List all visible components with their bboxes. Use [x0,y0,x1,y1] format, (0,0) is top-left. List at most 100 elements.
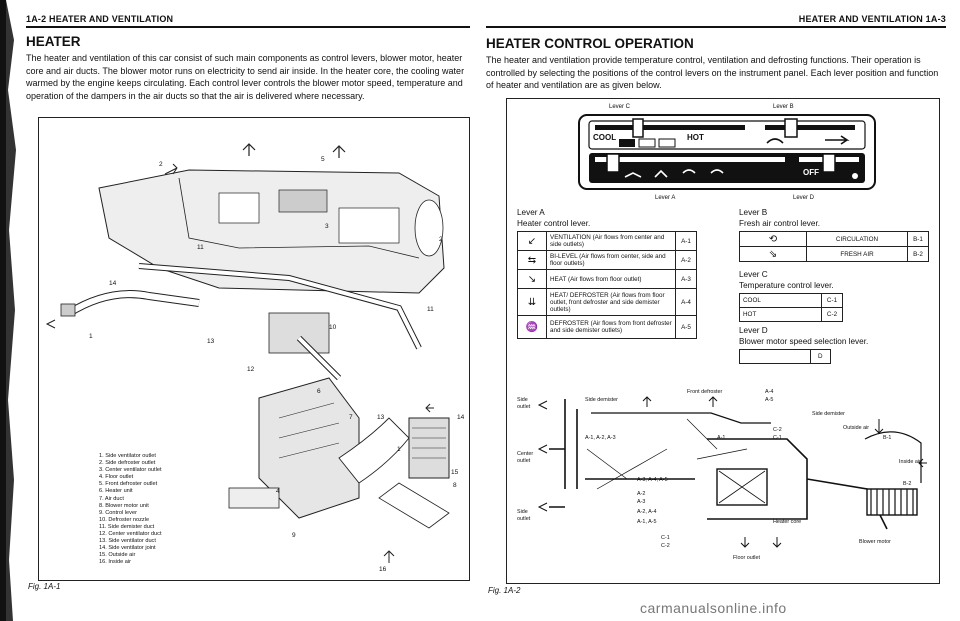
legend-item: 3. Center ventilator outlet [99,467,162,474]
mode-name: CIRCULATION [806,231,908,247]
flow-label: C-1 [661,535,670,541]
legend-item: 1. Side ventilator outlet [99,453,156,459]
figure-label-1a-2: Fig. 1A-2 [488,586,521,595]
lever-d-title: Lever D [739,326,768,335]
side-outlet-label-top: Side outlet [517,397,531,410]
mode-name: DEFROSTER [550,320,589,327]
parts-legend: 1. Side ventilator outlet 2. Side defros… [99,453,162,567]
inside-air-label: Inside air [899,459,921,465]
table-row: HOT C-2 [739,307,843,322]
figure-label-1a-1: Fig. 1A-1 [28,582,61,591]
lever-c-desc: Temperature control lever. [739,281,834,290]
code-cell: A-3 [675,269,697,289]
legend-item: 15. Outside air [99,552,136,559]
header-rule [26,26,470,28]
lever-c-heading: Lever C Temperature control lever. [739,269,834,291]
code-cell: C-1 [821,293,843,308]
legend-item: 7. Air duct [99,495,124,502]
lever-a-title: Lever A [517,208,545,217]
callout-15: 15 [451,469,459,476]
code-cell: A-2 [675,250,697,270]
heading-heater-control: HEATER CONTROL OPERATION [486,36,694,51]
lever-a-label: Lever A [655,195,676,201]
mode-cell: HEAT/ DEFROSTER (Air flows from floor ou… [546,288,676,316]
center-outlet-label: Center outlet [517,451,534,464]
code-cell: A-1 [675,231,697,251]
flow-label: B-1 [883,435,892,441]
mode-cell: DEFROSTER (Air flows from front defroste… [546,315,676,339]
callout-12: 12 [247,366,255,373]
heat-icon: ↘ [517,269,547,289]
mode-name: COOL [739,293,822,308]
side-demister-label-left: Side demister [585,397,618,403]
callout-16: 16 [379,566,387,573]
callout-14: 14 [109,280,117,287]
flow-label: A-2, A-4 [637,509,657,515]
legend-item: 11. Side demister duct [99,523,155,530]
callout-13b: 13 [377,414,385,421]
legend-item: 9. Control lever [99,509,137,516]
lever-d-heading: Lever D Blower motor speed selection lev… [739,325,868,347]
callout-1b: 1 [397,446,401,453]
heading-heater: HEATER [26,34,81,49]
mode-name: HEAT/ DEFROSTER [550,291,609,299]
lever-c-title: Lever C [739,270,768,279]
lever-a-table: ↙ VENTILATION (Air flows from center and… [517,231,697,339]
code-cell: C-2 [821,307,843,322]
callout-1: 1 [89,333,93,340]
lever-d-label: Lever D [793,195,815,201]
callout-3: 3 [325,223,329,230]
heater-core-label: Heater core [773,519,802,525]
binding-edge [0,0,16,621]
floor-outlet-label: Floor outlet [733,555,760,561]
table-row: ⟲ CIRCULATION B-1 [739,231,929,247]
flow-label: A-5 [765,397,774,403]
left-page-header: 1A-2 HEATER AND VENTILATION [26,14,174,24]
lever-c-label: Lever C [609,104,631,110]
flow-label: C-1 [773,435,782,441]
fresh-air-icon: ⇘ [739,246,807,262]
lever-b-label: Lever B [773,104,794,110]
heater-exploded-drawing [45,143,450,563]
mode-desc: (Air flows from front defroster and side… [550,320,672,334]
legend-item: 5. Front defroster outlet [99,481,158,488]
cool-label: COOL [593,133,617,142]
flow-label: A-4 [765,389,774,395]
callout-13: 13 [207,338,215,345]
code-cell: A-5 [675,315,697,339]
table-row: ⇆ BI-LEVEL (Air flows from center, side … [517,250,697,270]
circulation-icon: ⟲ [739,231,807,247]
figure-control-operation: Lever C Lever B COOL HOT OFF Lever A Lev [506,98,940,584]
lever-d-desc: Blower motor speed selection lever. [739,337,869,346]
table-row: ♒ DEFROSTER (Air flows from front defros… [517,315,697,339]
callout-2: 2 [159,161,163,168]
lever-b-heading: Lever B Fresh air control lever. [739,207,820,229]
outside-air-label: Outside air [843,425,870,431]
legend-item: 4. Floor outlet [99,474,134,481]
right-page: HEATER AND VENTILATION 1A-3 HEATER CONTR… [486,0,946,621]
mode-cell: HEAT (Air flows from floor outlet) [546,269,676,289]
ventilation-icon: ↙ [517,231,547,251]
figure-heater-components: 2 5 3 2 11 14 1 13 10 11 12 6 7 13 14 1 … [38,117,470,581]
flow-label: A-2 [637,491,646,497]
table-row: ⇊ HEAT/ DEFROSTER (Air flows from floor … [517,288,697,316]
defroster-icon: ♒ [517,315,547,339]
callout-11: 11 [197,244,204,251]
legend-item: 2. Side defroster outlet [99,460,156,467]
code-cell: A-4 [675,288,697,316]
off-label: OFF [803,168,819,177]
code-cell: B-1 [907,231,929,247]
blower-motor-label: Blower motor [859,539,891,545]
table-row: COOL C-1 [739,293,843,308]
legend-item: 13. Side ventilator duct [99,538,156,545]
callout-14b: 14 [457,414,465,421]
mode-name: VENTILATION [550,234,591,241]
side-demister-label-right: Side demister [812,411,845,417]
callout-7: 7 [349,414,353,421]
table-row: D [739,349,832,364]
legend-item: 12. Center ventilator duct [99,531,162,538]
callout-5: 5 [321,156,325,163]
left-page: 1A-2 HEATER AND VENTILATION HEATER The h… [26,0,474,621]
mode-name: HEAT [550,275,567,283]
code-cell: D [809,349,832,364]
